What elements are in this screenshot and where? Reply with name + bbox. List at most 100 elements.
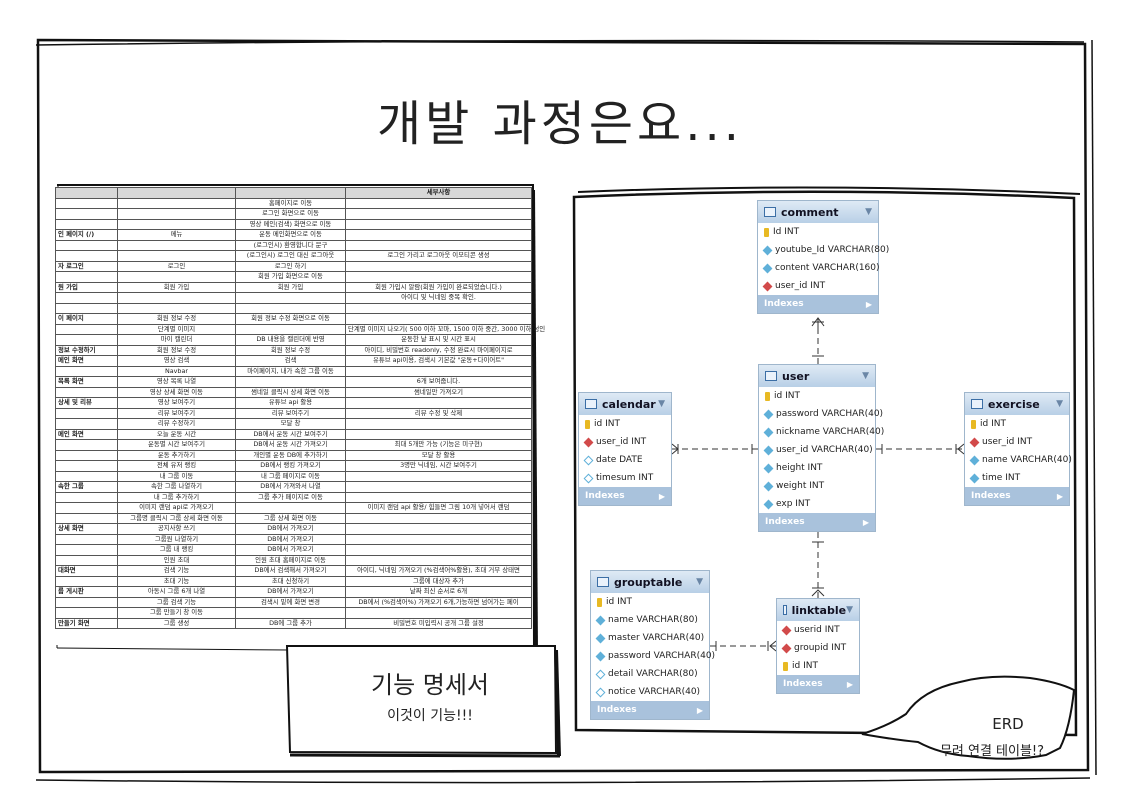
spec-header-cell [117,187,236,199]
spec-cell: 로그인 화면으로 이동 [235,208,346,220]
spec-cell: 상세 화면 [55,523,118,535]
column-icon [762,263,773,273]
erd-indexes-bar[interactable]: Indexes ▶ [758,295,878,313]
erd-column-label: date DATE [596,455,643,465]
erd-indexes-bar[interactable]: Indexes▶ [759,513,875,531]
spec-cell: 날짜 최신 순서로 6개 [345,586,532,598]
spec-cell: DB에서 가져와서 나열 [235,481,346,493]
dropdown-icon[interactable]: ▼ [658,399,665,409]
erd-column-label: id INT [606,597,632,607]
primary-key-icon [585,419,590,429]
column-icon [583,455,594,465]
erd-column-label: groupid INT [794,643,847,653]
spec-header-cell: 세부사항 [345,187,532,199]
erd-column: userid INT [777,621,859,639]
expand-arrow-icon[interactable]: ▶ [1056,491,1063,501]
erd-table-header: calendar▼ [579,393,671,415]
column-icon [595,687,606,697]
expand-arrow-icon[interactable]: ▶ [865,299,872,309]
erd-indexes-bar[interactable]: Indexes▶ [777,675,859,693]
spec-cell: 마이페이지, 내가 속한 그룹 이동 [235,365,346,377]
erd-column: id INT [579,415,671,433]
spec-cell [55,502,118,514]
erd-column-label: name VARCHAR(80) [608,615,698,625]
spec-cell [55,418,118,430]
column-icon [595,669,606,679]
dropdown-icon[interactable]: ▼ [862,371,869,381]
spec-cell [235,302,346,314]
spec-cell: 그룹 검색 기능 [117,596,236,608]
erd-column: id INT [777,657,859,675]
erd-column-label: height INT [776,463,823,473]
erd-indexes-bar[interactable]: Indexes▶ [965,487,1069,505]
erd-indexes-bar[interactable]: Indexes▶ [579,487,671,505]
erd-column-label: password VARCHAR(40) [776,409,884,419]
dropdown-icon[interactable]: ▼ [696,577,703,587]
spec-cell [345,470,532,482]
erd-column-label: id INT [792,661,818,671]
spec-cell [55,554,118,566]
spec-cell [345,397,532,409]
spec-cell: 공지사항 쓰기 [117,523,236,535]
spec-cell [345,302,532,314]
spec-cell [345,428,532,440]
spec-row: 영상 메인(검색) 화면으로 이동 [55,218,532,230]
expand-arrow-icon[interactable]: ▶ [862,517,869,527]
spec-cell: 메뉴 [117,229,236,241]
erd-column-label: detail VARCHAR(80) [608,669,698,679]
erd-column-label: exp INT [776,499,811,509]
primary-key-icon [597,597,602,607]
spec-cell: 유튜브 api이용, 검색시 기본값 "운동+다이어트" [345,355,532,367]
spec-cell: 단계별 이미지 [117,323,236,335]
expand-arrow-icon[interactable]: ▶ [658,491,665,501]
spec-cell: 회원 정보 수정 화면으로 이동 [235,313,346,325]
spec-cell: 회원 가입 [117,281,236,293]
erd-column-label: notice VARCHAR(40) [608,687,701,697]
erd-column-label: user_id INT [982,437,1033,447]
expand-arrow-icon[interactable]: ▶ [696,705,703,715]
spec-cell: 자 로그인 [55,260,118,272]
spec-cell: 운동 추가하기 [117,449,236,461]
spec-cell [55,386,118,398]
spec-cell [55,533,118,545]
foreign-key-icon [583,437,594,447]
indexes-label: Indexes [764,299,804,309]
spec-header-cell [235,187,346,199]
erd-column-label: time INT [982,473,1021,483]
spec-cell [55,407,118,419]
dropdown-icon[interactable]: ▼ [846,605,853,615]
spec-header-row: 세부사항 [55,187,532,199]
spec-cell: 그룹 상세 화면 이동 [235,512,346,524]
erd-column-label: user_id VARCHAR(40) [776,445,873,455]
spec-cell [117,250,236,262]
spec-cell [345,239,532,251]
erd-indexes-bar[interactable]: Indexes▶ [591,701,709,719]
column-icon [763,409,774,419]
spec-cell: 룹 게시판 [55,586,118,598]
erd-column: time INT [965,469,1069,487]
erd-table-header: comment▼ [758,201,878,223]
spec-cell [235,502,346,514]
spec-cell [55,197,118,209]
erd-column-label: content VARCHAR(160) [775,263,880,273]
spec-cell: 인원 초대 홈페이지로 이동 [235,554,346,566]
spec-cell: 이 페이지 [55,313,118,325]
spec-cell [345,229,532,241]
erd-column: password VARCHAR(40) [591,647,715,665]
spec-row: 회원 가입 화면으로 이동 [55,271,532,283]
expand-arrow-icon[interactable]: ▶ [846,679,853,689]
column-icon [763,445,774,455]
spec-cell [55,208,118,220]
dropdown-icon[interactable]: ▼ [1056,399,1063,409]
spec-cell: 상세 및 리뷰 [55,397,118,409]
erd-column: name VARCHAR(80) [591,611,709,629]
spec-cell: 모달 창 [235,418,346,430]
dropdown-icon[interactable]: ▼ [865,207,872,217]
